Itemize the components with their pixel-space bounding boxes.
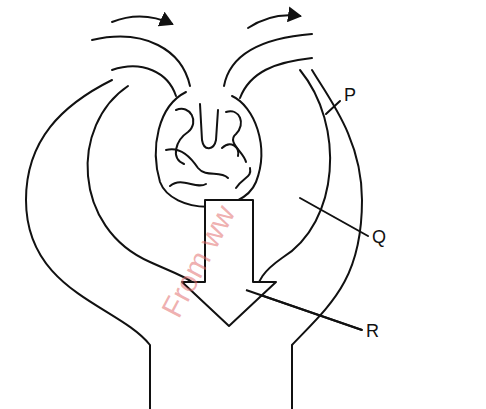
callout-letter: R — [366, 322, 379, 340]
capillary — [176, 109, 193, 164]
callout-letter: P — [344, 86, 356, 104]
flow-arrow — [248, 15, 300, 28]
capillary — [166, 149, 228, 178]
glomerulus — [156, 92, 261, 207]
capsule-outer-wall — [26, 80, 150, 409]
capsule-inner-wall — [255, 70, 330, 300]
efferent-arteriole — [240, 58, 312, 98]
leader-line — [300, 198, 368, 236]
capillary — [226, 111, 246, 162]
afferent-arteriole — [92, 37, 190, 86]
capillary — [200, 104, 218, 148]
leader-line — [246, 290, 362, 330]
callout-letter: Q — [372, 228, 386, 246]
flow-arrow — [112, 16, 172, 24]
capillary — [222, 144, 238, 156]
capillary — [170, 168, 250, 188]
leader-line — [246, 290, 362, 330]
leader-line — [326, 101, 340, 114]
